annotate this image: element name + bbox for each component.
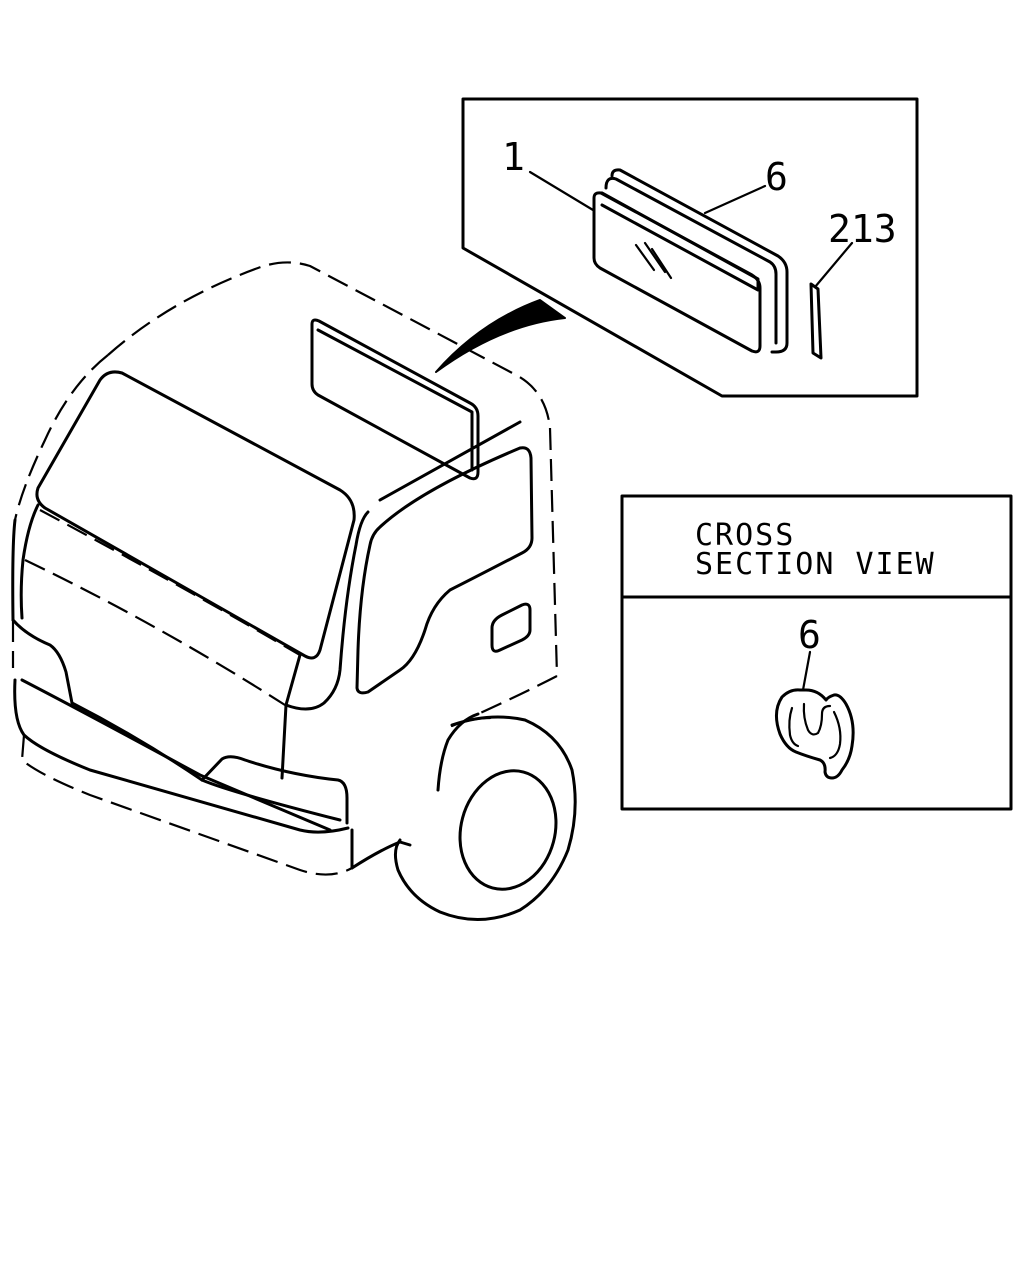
truck-cab-drawing-icon [11, 261, 577, 921]
callout-weatherstrip: 6 [765, 155, 788, 199]
callout-glass: 1 [502, 135, 525, 179]
cross-section-panel: CROSS SECTION VIEW 6 [620, 494, 1013, 811]
rear-window-glass-icon [592, 191, 762, 354]
detail-inset: 1 6 213 [461, 97, 919, 398]
leader-line-section [801, 650, 812, 692]
weatherstrip-seal-icon [604, 168, 789, 354]
leader-line-213 [813, 241, 854, 289]
callout-sealant: 213 [828, 207, 897, 251]
leader-line-1 [528, 170, 595, 212]
leader-line-6 [703, 184, 767, 215]
section-title-line1: CROSS [695, 518, 795, 553]
cross-section-frame [620, 494, 1013, 811]
sealant-strip-icon [809, 282, 823, 360]
detail-inset-frame [461, 97, 919, 398]
section-title-line2: SECTION VIEW [695, 547, 936, 582]
weatherstrip-cross-section-icon [775, 688, 855, 780]
callout-section-part: 6 [798, 613, 821, 657]
leader-arrow-icon [435, 299, 566, 373]
